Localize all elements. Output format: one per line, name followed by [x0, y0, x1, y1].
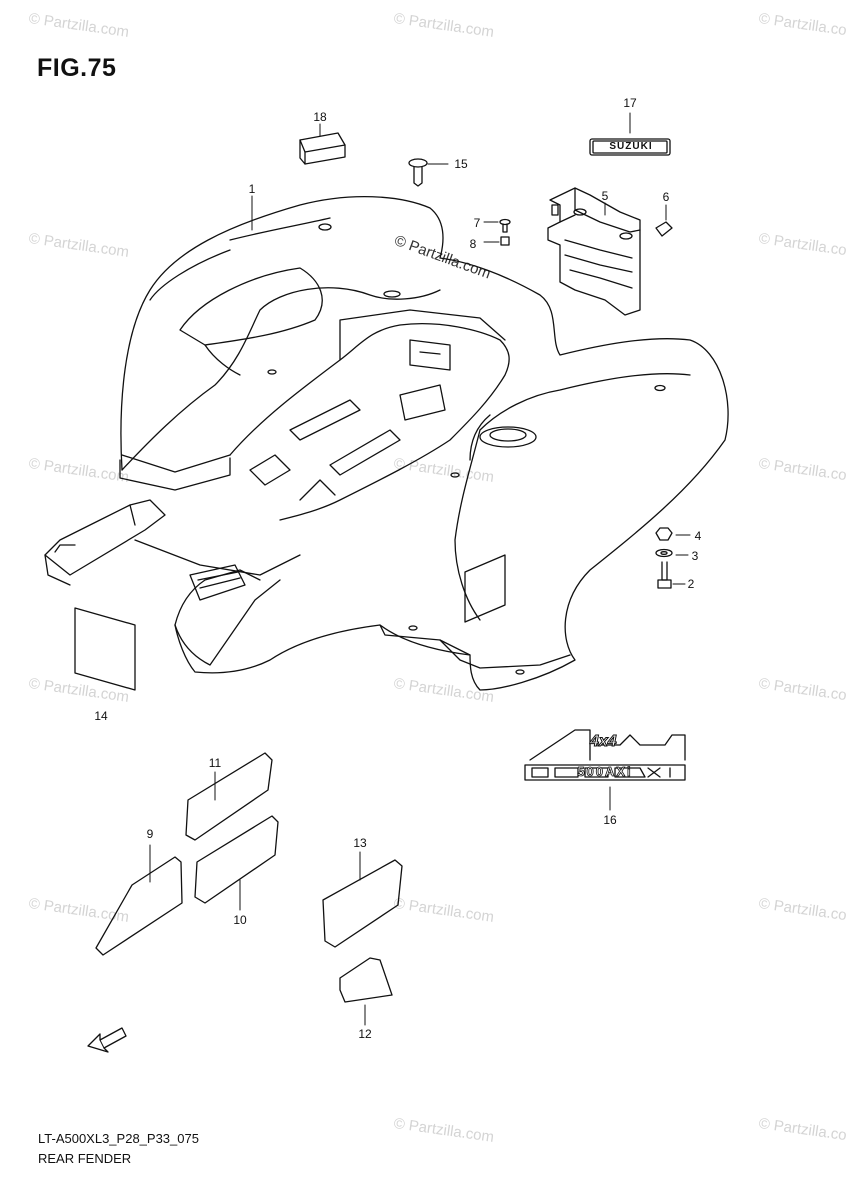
- part-8-nut: [483, 236, 510, 246]
- callout-5: 5: [601, 189, 609, 203]
- part-2-bolt: [657, 561, 686, 589]
- callout-17: 17: [623, 96, 637, 110]
- callout-16: 16: [603, 813, 617, 827]
- part-11-decal: [185, 752, 273, 841]
- part-14-sheet: [74, 607, 136, 691]
- figure-title: FIG.75: [37, 54, 117, 82]
- figure-name: REAR FENDER: [38, 1151, 132, 1166]
- part-17-brand-emblem: [589, 138, 671, 156]
- callout-18: 18: [313, 110, 327, 124]
- callout-4: 4: [694, 529, 702, 543]
- part-5-bracket: [547, 187, 641, 316]
- callout-15: 15: [454, 157, 468, 171]
- callout-12: 12: [358, 1027, 372, 1041]
- callout-1: 1: [248, 182, 256, 196]
- figure-code: LT-A500XL3_P28_P33_075: [38, 1131, 199, 1146]
- callout-14: 14: [94, 709, 108, 723]
- model-decal-bottom-text: 500AXi: [577, 764, 633, 780]
- brand-emblem-text: SUZUKI: [609, 141, 653, 152]
- model-decal-top-text: 4x4: [590, 733, 618, 751]
- part-13-decal: [322, 859, 403, 948]
- part-3-washer: [655, 548, 689, 558]
- part-18-pad: [299, 132, 346, 165]
- part-10-decal: [194, 815, 279, 904]
- callout-3: 3: [691, 549, 699, 563]
- callout-7: 7: [473, 216, 481, 230]
- callout-10: 10: [233, 913, 247, 927]
- part-12-decal: [339, 957, 393, 1003]
- rear-fender: [44, 195, 729, 691]
- part-6-clip: [655, 204, 673, 237]
- callout-11: 11: [208, 756, 222, 770]
- callout-8: 8: [469, 237, 477, 251]
- part-15-screw: [408, 158, 449, 187]
- callout-9: 9: [146, 827, 154, 841]
- callout-6: 6: [662, 190, 670, 204]
- callout-13: 13: [353, 836, 367, 850]
- part-16-model-decal: [524, 729, 686, 781]
- part-7-bolt: [483, 218, 511, 233]
- forward-arrow-icon: [87, 1027, 127, 1053]
- part-4-grommet: [655, 527, 691, 541]
- part-9-decal: [95, 856, 183, 956]
- callout-2: 2: [687, 577, 695, 591]
